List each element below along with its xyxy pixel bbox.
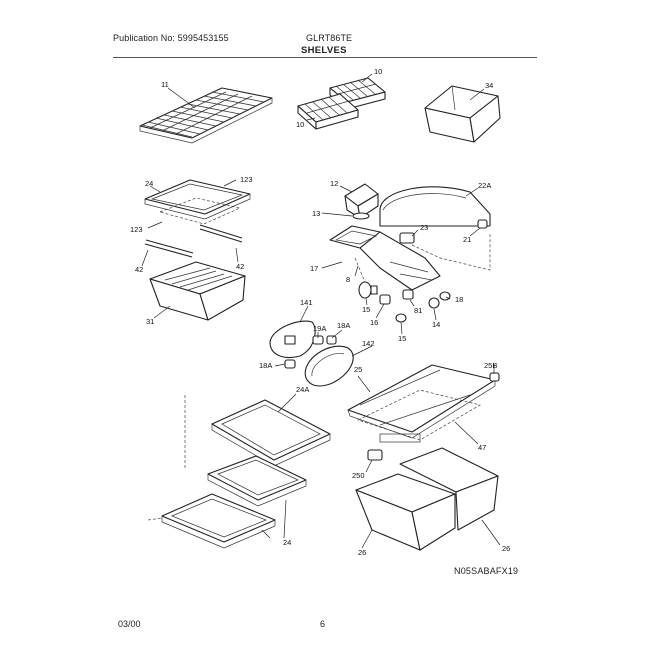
part-15-bulb-lower <box>395 313 407 323</box>
callout-25: 25 <box>354 365 362 374</box>
callout-8: 8 <box>346 275 350 284</box>
part-42-rails <box>144 224 243 258</box>
callout-250: 250 <box>352 471 365 480</box>
callout-81: 81 <box>414 306 422 315</box>
callout-123: 123 <box>130 225 143 234</box>
callout-24A: 24A <box>296 385 309 394</box>
callout-25B: 25B <box>484 361 497 370</box>
part-22A-duct-cover <box>379 186 491 227</box>
callout-142: 142 <box>362 339 375 348</box>
part-26-drawer <box>399 447 499 531</box>
leader-lines <box>141 73 501 549</box>
callout-31: 31 <box>146 317 154 326</box>
part-31-drawer <box>149 261 246 321</box>
part-24-shelf-frame <box>144 179 251 225</box>
callout-18A: 18A <box>337 321 350 330</box>
callout-15: 15 <box>398 334 406 343</box>
callout-47: 47 <box>478 443 486 452</box>
callout-labels: 11 10 10 34 24 123 123 42 42 31 12 13 22… <box>130 67 510 557</box>
footer-date: 03/00 <box>118 619 141 629</box>
callout-26: 26 <box>502 544 510 553</box>
callout-12: 12 <box>330 179 338 188</box>
callout-21: 21 <box>463 235 471 244</box>
part-11-wire-shelf <box>139 87 273 144</box>
publication-number: Publication No: 5995453155 <box>113 33 229 43</box>
callout-23: 23 <box>420 223 428 232</box>
diagram-code: N05SABAFX19 <box>454 566 519 576</box>
part-16-socket <box>379 294 391 305</box>
part-17-air-duct <box>329 225 441 291</box>
part-81-socket <box>402 289 414 300</box>
page-number: 6 <box>320 619 326 629</box>
callout-18: 18 <box>455 295 463 304</box>
part-23-damper <box>399 232 415 244</box>
callout-24: 24 <box>283 538 291 547</box>
part-18-knob <box>439 291 451 301</box>
callout-13: 13 <box>312 209 320 218</box>
part-18A-bulb <box>284 335 337 369</box>
callout-19A: 19A <box>313 324 326 333</box>
callout-16: 16 <box>370 318 378 327</box>
part-21-bracket <box>477 219 488 229</box>
part-25B-clip <box>489 372 500 382</box>
part-47-glass-shelf <box>347 364 496 443</box>
part-10-ice-trays <box>297 77 386 130</box>
section-title: SHELVES <box>301 45 347 56</box>
callout-10: 10 <box>296 120 304 129</box>
callout-17: 17 <box>310 264 318 273</box>
callout-34: 34 <box>485 81 493 90</box>
callout-18A: 18A <box>259 361 272 370</box>
callout-11: 11 <box>161 80 169 89</box>
part-142-light-lens <box>304 345 354 387</box>
part-24A-shelf <box>211 399 331 467</box>
callout-24: 24 <box>145 179 153 188</box>
callout-141: 141 <box>300 298 313 307</box>
callout-22A: 22A <box>478 181 491 190</box>
part-24-shelf-lower <box>161 493 276 549</box>
callout-15: 15 <box>362 305 370 314</box>
callout-42: 42 <box>236 262 244 271</box>
callout-26: 26 <box>358 548 366 557</box>
part-25-drawer <box>355 473 456 551</box>
part-14-bulb <box>428 297 440 309</box>
callout-42: 42 <box>135 265 143 274</box>
callout-10: 10 <box>374 67 382 76</box>
callout-14: 14 <box>432 320 440 329</box>
part-250-bracket <box>367 449 383 461</box>
part-15-bulb <box>358 281 378 299</box>
part-34-bin <box>424 85 501 143</box>
part-24-shelf-middle <box>207 455 307 507</box>
callout-123: 123 <box>240 175 253 184</box>
header-divider <box>113 57 537 58</box>
part-13-clip <box>352 212 370 220</box>
model-number: GLRT86TE <box>306 33 353 43</box>
part-141-light-shield <box>269 320 316 359</box>
